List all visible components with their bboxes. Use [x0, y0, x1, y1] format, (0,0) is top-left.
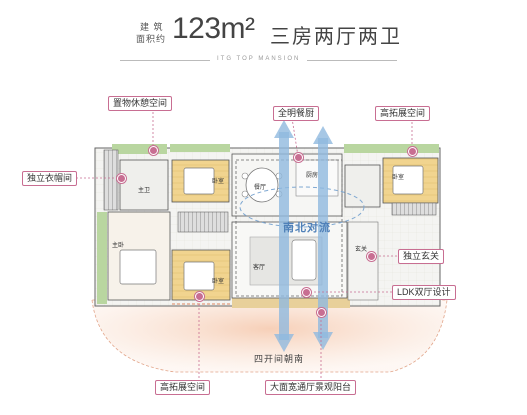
west-balcony [97, 212, 107, 304]
bed-3 [392, 165, 424, 195]
header-rule-left [120, 60, 210, 61]
callout-foyer: 独立玄关 [398, 249, 445, 264]
flow-arrow-left-shaft [279, 132, 289, 340]
callout-expand-ne: 高拓展空间 [375, 106, 431, 121]
callout-transparent-dining: 全明餐厨 [273, 106, 320, 121]
pin-storage [149, 146, 158, 155]
dining-table [245, 167, 279, 203]
header-subtitle: ITG TOP MANSION [217, 56, 301, 62]
room-label-bedroom-2: 卧室 [212, 279, 225, 285]
pin-expand-sw [195, 292, 204, 301]
chair [241, 190, 249, 198]
pin-wardrobe [117, 174, 126, 183]
bed-master [119, 249, 157, 285]
callout-balcony: 大面宽通厅景观阳台 [265, 380, 357, 395]
bed-1 [183, 167, 215, 195]
east-closet [391, 202, 437, 216]
storage-closet [177, 211, 229, 233]
flow-arrow-right-shaft [318, 138, 328, 338]
room-label-master-bedroom: 主卧 [112, 243, 125, 249]
callout-wardrobe: 独立衣帽间 [22, 171, 78, 186]
ldk-dashed-outline [235, 159, 343, 297]
flow-arrow-right-up [313, 126, 333, 144]
pin-dining [294, 153, 303, 162]
pin-foyer [367, 252, 376, 261]
callout-expand-sw: 高拓展空间 [155, 380, 211, 395]
bed-2 [183, 261, 215, 291]
room-label-kitchen: 厨房 [306, 173, 319, 179]
room-label-bedroom-1: 卧室 [212, 179, 225, 185]
second-bathroom [344, 164, 381, 208]
layout-title: 三房两厅两卫 [270, 26, 402, 48]
flow-arrow-left-down [274, 334, 294, 352]
entrance-hall [347, 221, 379, 301]
callout-storage: 置物休憩空间 [108, 96, 173, 111]
wardrobe-closet [103, 149, 119, 211]
flow-oval [239, 186, 365, 228]
south-glow [91, 299, 448, 373]
chair [241, 172, 249, 180]
north-balcony-right [344, 144, 439, 153]
flow-arrows [274, 120, 333, 352]
north-balcony-mid [170, 144, 230, 152]
pin-expand-ne [408, 147, 417, 156]
north-balcony-left [112, 144, 167, 154]
pin-ldk [302, 288, 311, 297]
area-label-line1: 建 筑 [140, 22, 164, 32]
room-label-entrance: 玄关 [355, 247, 368, 253]
flow-arrow-right-down [313, 332, 333, 350]
area-label-line2: 面积约 [136, 34, 167, 44]
flow-text: 南北对流 [283, 222, 331, 234]
room-label-living: 客厅 [253, 265, 266, 271]
flow-arrow-left-up [274, 120, 294, 138]
area-value: 123m² [172, 12, 255, 45]
sofa [291, 239, 317, 281]
room-label-bedroom-3: 卧室 [392, 175, 405, 181]
south-label: 四开间朝南 [254, 354, 305, 364]
callout-ldk: LDK双厅设计 [392, 285, 456, 300]
room-label-master-bathroom: 主卫 [138, 188, 151, 194]
header-rule-right [307, 60, 397, 61]
master-bathroom-area [119, 159, 169, 211]
room-label-dining: 餐厅 [254, 185, 267, 191]
pin-balcony [317, 308, 326, 317]
